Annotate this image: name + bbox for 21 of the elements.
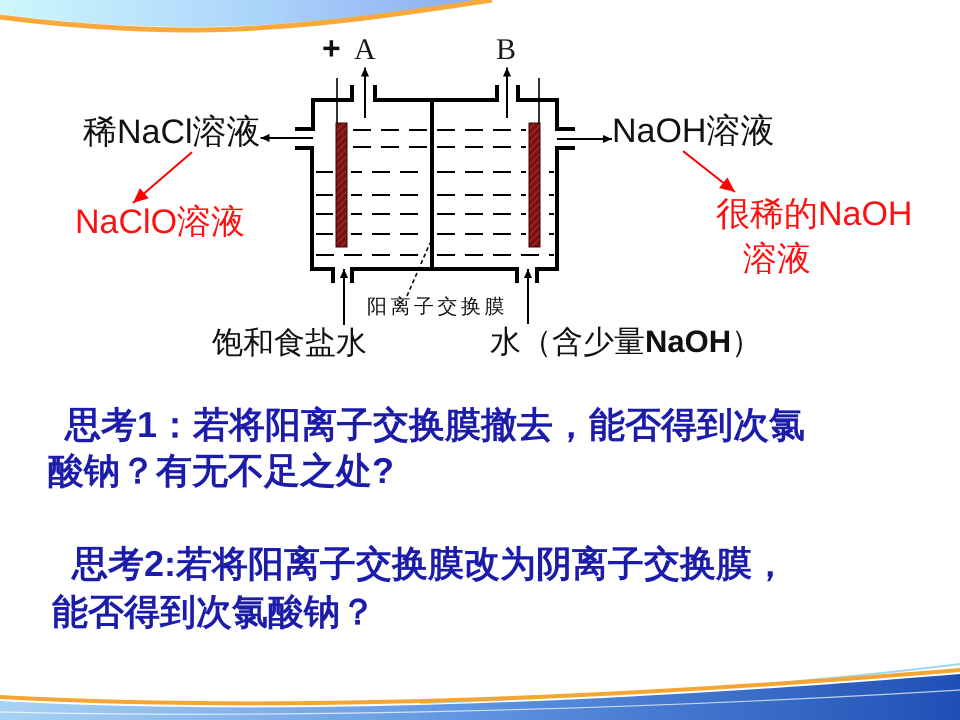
arrow: [340, 269, 348, 325]
arrow: [260, 134, 313, 142]
arrow: [360, 68, 370, 118]
polarity-sign: +: [322, 30, 341, 67]
arrow: [502, 68, 512, 118]
membrane-label: 阳离子交换膜: [367, 296, 508, 319]
annotation-label: 很稀的NaOH溶液: [716, 192, 927, 282]
outflow-label: 稀NaCl溶液: [83, 113, 261, 152]
inflow-label: 饱和食盐水: [212, 325, 367, 361]
annotation-label: NaClO溶液: [75, 203, 246, 242]
arrow: [682, 150, 736, 193]
gas-outlet-label: A: [354, 33, 376, 68]
arrow: [524, 269, 532, 324]
inflow-label: 水（含少量NaOH）: [490, 324, 762, 360]
arrow: [132, 151, 193, 204]
ion-exchange-membrane: [430, 100, 434, 269]
question-text: 思考1：若将阳离子交换膜撤去，能否得到次氯酸钠？有无不足之处?: [48, 403, 806, 493]
outflow-label: NaOH溶液: [612, 112, 774, 152]
gas-outlet-label: B: [496, 33, 516, 68]
question-text: 思考2:若将阳离子交换膜改为阴离子交换膜，能否得到次氯酸钠？: [52, 542, 790, 634]
arrow: [557, 134, 612, 144]
